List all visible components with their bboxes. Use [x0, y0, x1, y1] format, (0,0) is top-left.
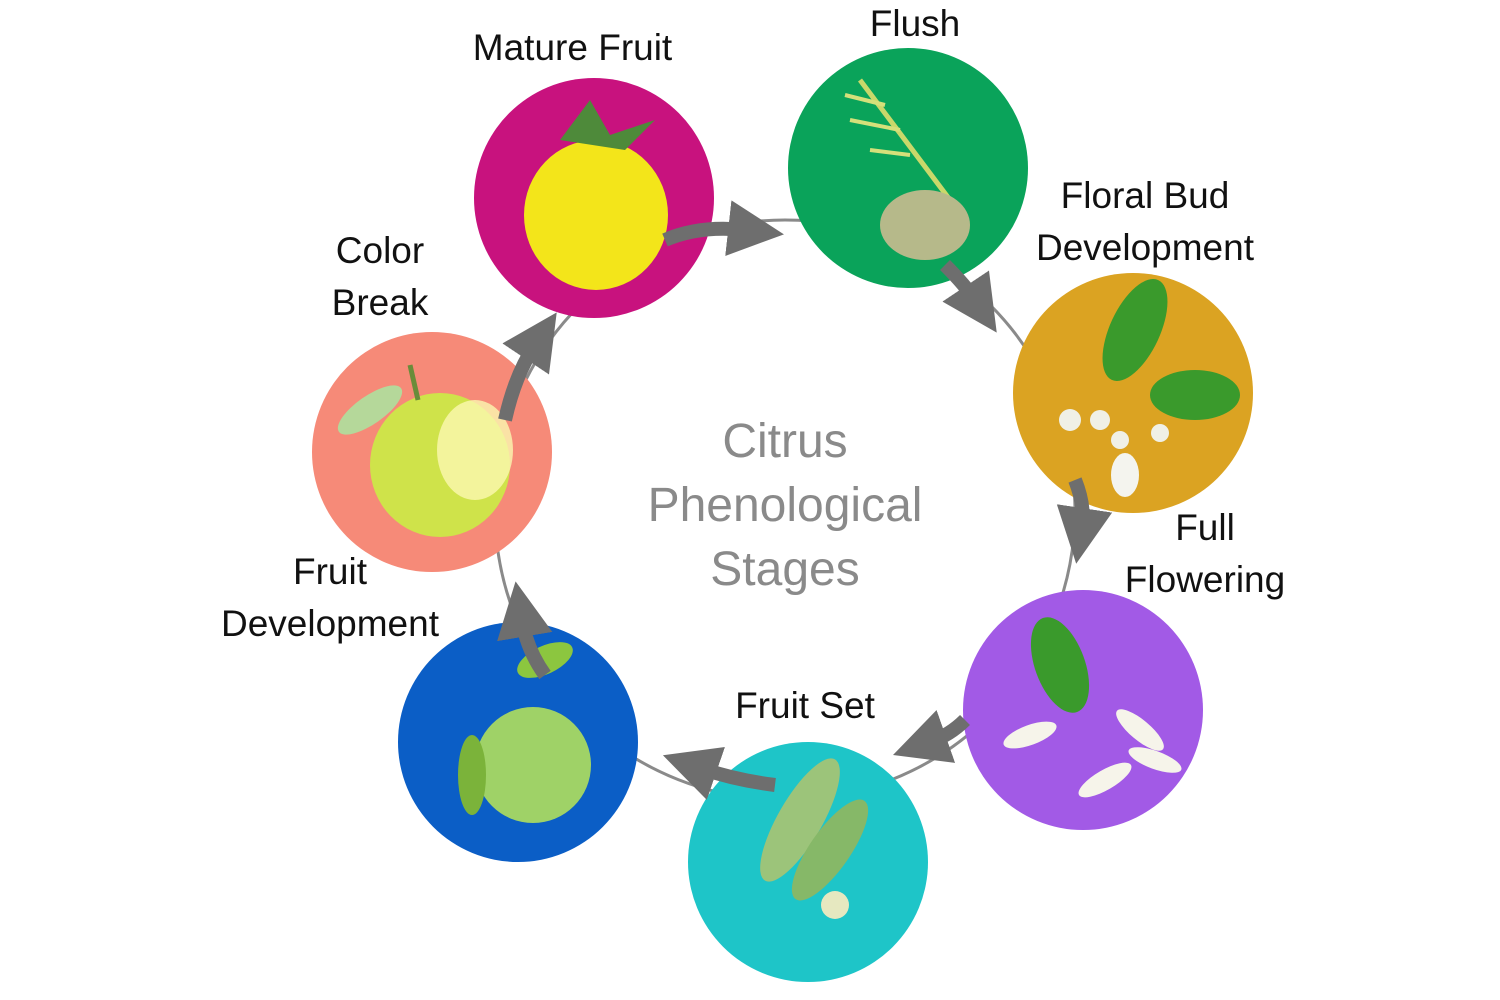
- label-mature-fruit: Mature Fruit: [472, 27, 673, 68]
- arrow-floral-to-full: [1056, 477, 1113, 564]
- stage-fruit-set: [688, 742, 928, 982]
- stage-flush: [788, 48, 1028, 288]
- shoot-icon: [858, 78, 952, 202]
- arrow-fruitdev-to-colorbreak: [497, 581, 553, 680]
- stage-color-break: [312, 332, 552, 572]
- label-fruit-development: Fruit Development: [220, 551, 439, 644]
- diagram-title: Citrus Phenological Stages: [647, 415, 923, 596]
- label-flush: Flush: [869, 3, 961, 44]
- leaf-icon: [1030, 617, 1090, 713]
- label-full-flowering: Full Flowering: [1124, 507, 1286, 600]
- stage-mature-fruit: [474, 78, 714, 318]
- stage-floral-bud: [1013, 273, 1253, 513]
- arrow-fruitset-to-fruitdev: [662, 746, 776, 800]
- label-color-break: Color Break: [331, 230, 429, 323]
- leaf-icon: [1102, 279, 1168, 381]
- green-fruit-icon: [475, 707, 591, 823]
- arrow-colorbreak-to-mature: [498, 312, 557, 422]
- stage-full-flowering: [963, 590, 1203, 830]
- label-floral-bud-development: Floral Bud Development: [1035, 175, 1254, 268]
- leaf-icon: [760, 758, 840, 882]
- arrow-flush-to-floral: [940, 260, 997, 333]
- stage-fruit-development: [398, 622, 638, 862]
- lemon-icon: [524, 140, 668, 290]
- arrow-full-to-fruitset: [893, 710, 970, 763]
- arrow-mature-to-flush: [662, 200, 784, 256]
- label-fruit-set: Fruit Set: [735, 685, 875, 726]
